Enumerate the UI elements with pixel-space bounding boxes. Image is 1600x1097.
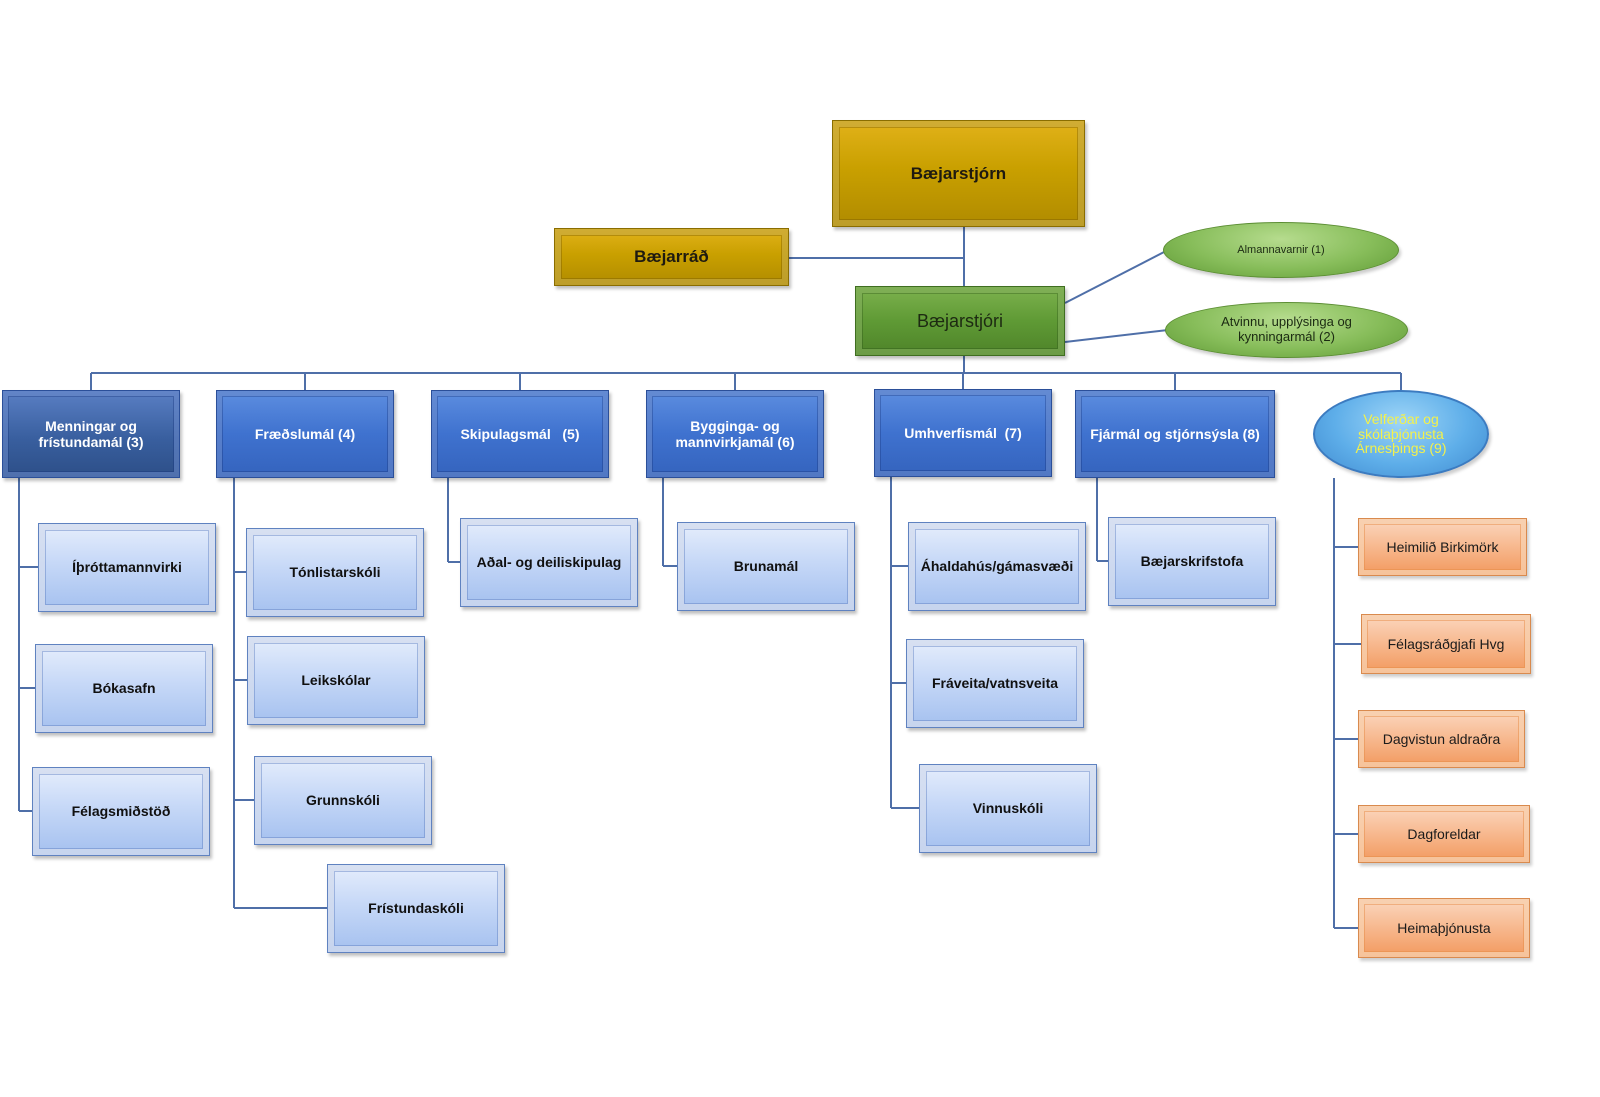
connector-line [1064, 329, 1169, 343]
unit-after-school: Frístundaskóli [327, 864, 505, 953]
unit-label: Dagforeldar [1407, 825, 1481, 842]
connector-line [1064, 250, 1167, 304]
dept-culture: Menningar og frístundamál (3) [2, 390, 180, 478]
node-civil-defense: Almannavarnir (1) [1163, 222, 1399, 278]
unit-label: Félagsmiðstöð [71, 803, 171, 820]
dept-label-line: Fræðslumál (4) [254, 425, 356, 442]
unit-work-school: Vinnuskóli [919, 764, 1097, 853]
unit-fire-services: Brunamál [677, 522, 855, 611]
unit-primary-school: Grunnskóli [254, 756, 432, 845]
dept-education: Fræðslumál (4) [216, 390, 394, 478]
unit-label: Vinnuskóli [972, 800, 1044, 817]
dept-label-line: Bygginga- og [690, 417, 780, 434]
dept-label-line: Árnesþings (9) [1355, 440, 1447, 457]
node-town-council: Bæjarstjórn [832, 120, 1085, 227]
unit-label: Fráveita/vatnsveita [931, 675, 1059, 692]
node-label: Almannavarnir (1) [1237, 243, 1325, 256]
unit-label: Bókasafn [92, 680, 156, 697]
unit-label: Brunamál [733, 558, 799, 575]
unit-label: Tónlistarskóli [289, 564, 381, 581]
unit-depot: Áhaldahús/gámasvæði [908, 522, 1086, 611]
dept-label-line: Menningar og [45, 417, 137, 434]
unit-day-parents: Dagforeldar [1358, 805, 1530, 863]
node-town-board: Bæjarráð [554, 228, 789, 286]
node-mayor: Bæjarstjóri [855, 286, 1065, 356]
unit-label: Grunnskóli [306, 792, 380, 809]
dept-planning: Skipulagsmál (5) [431, 390, 609, 478]
dept-label-line: frístundamál (3) [38, 434, 144, 450]
unit-label: Dagvistun aldraðra [1382, 730, 1501, 747]
dept-label-line: Fjármál og stjórnsýsla (8) [1090, 425, 1260, 442]
unit-label: Leikskólar [301, 672, 371, 689]
dept-label-line: Velferðar og [1363, 410, 1439, 427]
dept-finance: Fjármál og stjórnsýsla (8) [1075, 390, 1275, 478]
dept-label-line: skólaþjónusta [1358, 425, 1444, 442]
node-label-line: Atvinnu, upplýsinga og [1221, 314, 1352, 330]
dept-environment: Umhverfismál (7) [874, 389, 1052, 477]
unit-preschools: Leikskólar [247, 636, 425, 725]
unit-youth-center: Félagsmiðstöð [32, 767, 210, 856]
unit-label: Heimilið Birkimörk [1386, 538, 1499, 555]
unit-label: Íþróttamannvirki [72, 559, 182, 576]
dept-label-line: mannvirkjamál (6) [675, 434, 795, 450]
unit-birkimork-home: Heimilið Birkimörk [1358, 518, 1527, 576]
node-label: Bæjarstjórn [910, 163, 1007, 183]
node-label: Bæjarráð [634, 247, 709, 267]
node-label-line: kynningarmál (2) [1238, 329, 1335, 344]
unit-label: Áhaldahús/gámasvæði [920, 558, 1074, 575]
dept-label-line: Skipulagsmál (5) [460, 425, 580, 442]
unit-town-office: Bæjarskrifstofa [1108, 517, 1276, 606]
unit-social-worker: Félagsráðgjafi Hvg [1361, 614, 1531, 674]
unit-label: Heimaþjónusta [1397, 919, 1491, 936]
dept-welfare: Velferðar og skólaþjónusta Árnesþings (9… [1313, 390, 1489, 478]
unit-library: Bókasafn [35, 644, 213, 733]
unit-label: Frístundaskóli [368, 900, 464, 917]
unit-water-sewer: Fráveita/vatnsveita [906, 639, 1084, 728]
dept-label-line: Umhverfismál (7) [904, 424, 1022, 441]
unit-zoning: Aðal- og deiliskipulag [460, 518, 638, 607]
node-label: Bæjarstjóri [916, 310, 1004, 331]
unit-music-school: Tónlistarskóli [246, 528, 424, 617]
unit-sports-facilities: Íþróttamannvirki [38, 523, 216, 612]
unit-label: Aðal- og deiliskipulag [476, 554, 622, 571]
unit-label: Félagsráðgjafi Hvg [1387, 635, 1505, 652]
unit-label: Bæjarskrifstofa [1140, 553, 1244, 570]
unit-elderly-daycare: Dagvistun aldraðra [1358, 710, 1525, 768]
unit-home-care: Heimaþjónusta [1358, 898, 1530, 958]
dept-building: Bygginga- og mannvirkjamál (6) [646, 390, 824, 478]
node-employment-info: Atvinnu, upplýsinga og kynningarmál (2) [1165, 302, 1408, 358]
